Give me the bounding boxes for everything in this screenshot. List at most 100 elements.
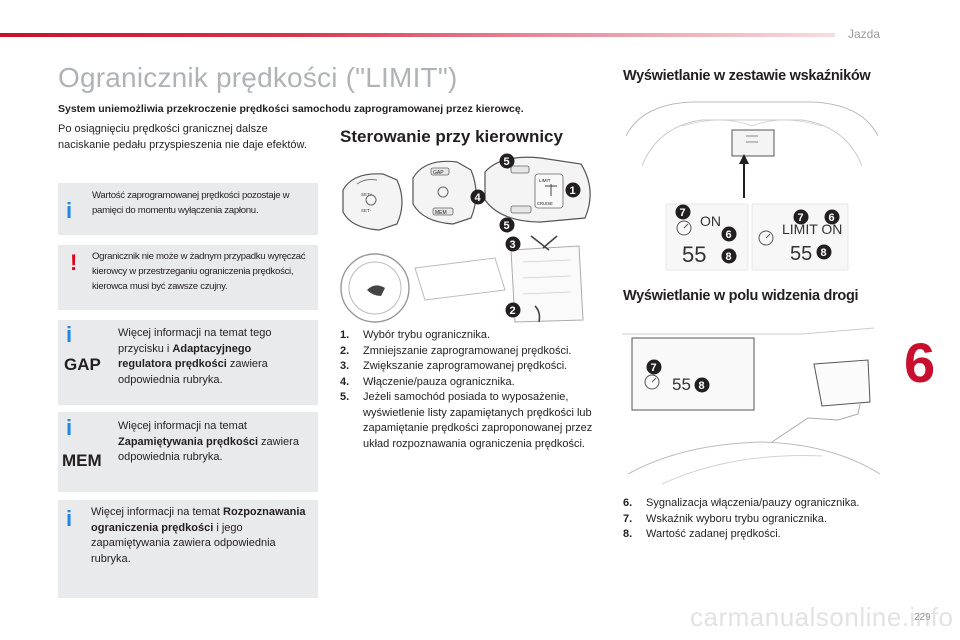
hud-legend: 6. Sygnalizacja włączenia/pauzy ograniczn…: [623, 496, 885, 543]
stalk-label-set-plus: SET+: [361, 192, 373, 197]
marker-3: 3: [505, 236, 521, 252]
panel-left-speed: 55: [682, 242, 706, 267]
legend-num: 8.: [623, 528, 633, 540]
page-number: 229: [914, 612, 931, 623]
legend-text: Sygnalizacja włączenia/pauzy ogranicznik…: [646, 497, 860, 509]
legend-num: 2.: [340, 344, 350, 357]
marker-6-right: 6: [824, 209, 840, 225]
marker-7-right-label: 7: [798, 212, 804, 224]
note-gap-text-b: zawiera odpowiednia rubryka.: [118, 358, 268, 386]
legend-num: 6.: [623, 497, 633, 509]
stalk-left: SET+ SET-: [342, 173, 403, 231]
legend-text: Wybór trybu ogranicznika.: [363, 329, 491, 341]
note-gap: i GAP Więcej informacji na temat tego pr…: [58, 320, 318, 405]
stalk-label-set-minus: SET-: [361, 208, 372, 213]
steering-legend-item: 3.Zwiększanie zaprogramowanej prędkości.: [340, 359, 605, 375]
marker-8-right-label: 8: [821, 247, 827, 259]
marker-8-hud-label: 8: [699, 380, 705, 392]
steering-wheel: [340, 235, 584, 323]
steering-legend-item: 2. Zmniejszanie zaprogramowanej prędkości…: [340, 344, 605, 360]
marker-6-left: 6: [721, 226, 737, 242]
note-mem-text: Więcej informacji na temat Zapamiętywani…: [118, 419, 303, 466]
legend-num: 7.: [623, 512, 633, 525]
info-icon: i: [66, 506, 73, 531]
note-recognition: i Więcej informacji na temat Rozpoznawan…: [58, 500, 318, 598]
info-icon: i: [66, 415, 73, 440]
marker-1-label: 1: [570, 185, 576, 197]
marker-7-left: 7: [675, 204, 691, 220]
note-warning-text: Ogranicznik nie może w żadnym przypadku …: [92, 251, 306, 292]
mem-badge: MEM: [62, 451, 102, 470]
steering-legend-item: 4.Włączenie/pauza ogranicznika.: [340, 375, 605, 391]
hud-figure: 55 7 8: [622, 327, 881, 485]
legend-text: Jeżeli samochód posiada to wyposażenie, …: [363, 391, 593, 450]
intro-bold: System uniemożliwia przekroczenie prędko…: [58, 103, 524, 115]
note-recognition-text: Więcej informacji na temat Rozpoznawania…: [91, 505, 306, 567]
marker-7-hud-label: 7: [651, 362, 657, 374]
cluster-heading: Wyświetlanie w zestawie wskaźników: [623, 68, 871, 84]
stalk-label-limit: LIMIT: [539, 178, 551, 183]
note-recognition-text-b: i jego zapamiętywania zawiera odpowiedni…: [91, 521, 276, 565]
legend-text: Wskaźnik wyboru trybu ogranicznika.: [646, 512, 827, 525]
panel-left-status: ON: [700, 213, 721, 229]
steering-heading: Sterowanie przy kierownicy: [340, 127, 563, 146]
note-mem-text-bold: Zapamiętywania prędkości: [118, 435, 258, 448]
legend-text: Wartość zadanej prędkości.: [646, 528, 781, 540]
steering-legend-item: 5.Jeżeli samochód posiada to wyposażenie…: [340, 390, 605, 452]
note-mem-text-a: Więcej informacji na temat: [118, 420, 247, 432]
intro-paragraph: Po osiągnięciu prędkości granicznej dals…: [58, 123, 307, 151]
chapter-number: 6: [904, 331, 936, 394]
cluster-figure: ON 55 LIMIT ON 55 7 6 8 7 6 8: [625, 101, 879, 271]
stalk-label-gap: GAP: [433, 170, 444, 176]
panel-right-speed: 55: [790, 243, 812, 265]
marker-7-right: 7: [793, 209, 809, 225]
note-gap-text-bold: Adaptacyjnego regulatora prędkości: [118, 342, 252, 371]
note-mem: i MEM Więcej informacji na temat Zapamię…: [58, 412, 318, 492]
warning-icon: !: [70, 250, 78, 275]
marker-2: 2: [505, 302, 521, 318]
hud-display: 55: [631, 337, 755, 411]
note-memory-text: Wartość zaprogramowanej prędkości pozost…: [92, 190, 290, 216]
note-memory: i Wartość zaprogramowanej prędkości pozo…: [58, 183, 318, 235]
header-rule: [0, 33, 835, 37]
hud-legend-item: 8. Wartość zadanej prędkości.: [623, 527, 885, 543]
hud-legend-item: 7. Wskaźnik wyboru trybu ogranicznika.: [623, 512, 885, 528]
stalk-right: LIMIT CRUISE: [484, 156, 591, 223]
info-icon: i: [66, 198, 73, 223]
note-mem-text-b: zawiera odpowiednia rubryka.: [118, 435, 299, 464]
hud-heading: Wyświetlanie w polu widzenia drogi: [623, 288, 859, 304]
legend-num: 1.: [340, 329, 350, 341]
marker-8-left: 8: [721, 248, 737, 264]
marker-6-right-label: 6: [829, 212, 835, 224]
info-icon: i: [66, 322, 73, 347]
note-gap-text: Więcej informacji na temat tego przycisk…: [118, 326, 303, 388]
steering-legend: 1. Wybór trybu ogranicznika. 2. Zmniejszan…: [340, 328, 605, 452]
steering-figure: SET+ SET- GAP MEM LIMIT CRUISE 1 4 5 5 3…: [340, 153, 591, 323]
marker-8-hud: 8: [694, 377, 710, 393]
watermark: carmanualsonline.info: [690, 602, 954, 632]
marker-3-label: 3: [510, 239, 516, 251]
note-warning: ! Ogranicznik nie może w żadnym przypadk…: [58, 245, 318, 310]
marker-4: 4: [470, 189, 486, 205]
stalk-middle: GAP MEM: [412, 160, 477, 225]
legend-text: Włączenie/pauza ogranicznika.: [363, 375, 515, 388]
windscreen-outline: [622, 327, 881, 485]
dashboard-outline: [625, 101, 879, 198]
marker-7-left-label: 7: [680, 207, 686, 219]
marker-5-top-label: 5: [504, 156, 510, 168]
stalk-label-mem: MEM: [435, 210, 447, 216]
hud-speed: 55: [672, 375, 691, 394]
stalk-label-cruise: CRUISE: [537, 201, 553, 206]
page-title: Ogranicznik prędkości ("LIMIT"): [58, 62, 458, 93]
legend-text: Zmniejszanie zaprogramowanej prędkości.: [363, 344, 572, 357]
marker-2-label: 2: [510, 305, 516, 317]
marker-7-hud: 7: [646, 359, 662, 375]
marker-5-top: 5: [499, 153, 515, 169]
marker-5-bottom-label: 5: [504, 220, 510, 232]
marker-1: 1: [565, 182, 581, 198]
note-gap-text-a: Więcej informacji na temat tego przycisk…: [118, 327, 272, 355]
note-recognition-text-bold: Rozpoznawania ograniczenia prędkości: [91, 506, 306, 534]
steering-legend-item: 1. Wybór trybu ogranicznika.: [340, 328, 605, 344]
hud-legend-item: 6. Sygnalizacja włączenia/pauzy ograniczn…: [623, 496, 885, 512]
marker-8-right: 8: [816, 244, 832, 260]
